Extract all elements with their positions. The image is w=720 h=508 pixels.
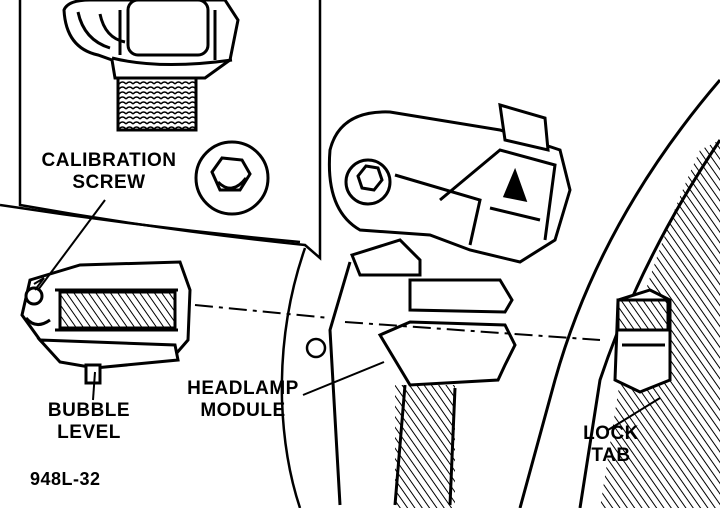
lock-tab-label-line2: TAB xyxy=(591,445,631,466)
bubble-level-label-line1: BUBBLE xyxy=(47,400,131,421)
headlamp-module-label-line1: HEADLAMP xyxy=(187,378,299,399)
lock-tab-label: LOCK TAB xyxy=(576,423,646,467)
lock-tab xyxy=(613,288,672,394)
calibration-screw-label: CALIBRATION SCREW xyxy=(38,150,180,194)
leader-lines xyxy=(33,199,661,431)
alignment-line xyxy=(194,304,601,341)
bubble-level xyxy=(20,260,192,385)
hex-bolt xyxy=(194,140,270,216)
mount-hole xyxy=(305,337,327,359)
lock-tab-label-line1: LOCK xyxy=(583,423,639,444)
headlamp-module-label: HEADLAMP MODULE xyxy=(178,378,308,422)
figure-id: 948L-32 xyxy=(30,469,101,489)
headlamp-module-label-line2: MODULE xyxy=(200,400,286,421)
calibration-screw-label-line2: SCREW xyxy=(72,172,146,193)
bubble-level-label-line2: LEVEL xyxy=(57,422,121,443)
top-nut xyxy=(62,0,240,132)
headlamp-module xyxy=(327,102,572,508)
mounting-panel xyxy=(0,0,322,508)
bubble-level-label: BUBBLE LEVEL xyxy=(44,400,134,444)
calibration-screw-label-line1: CALIBRATION xyxy=(41,150,177,171)
